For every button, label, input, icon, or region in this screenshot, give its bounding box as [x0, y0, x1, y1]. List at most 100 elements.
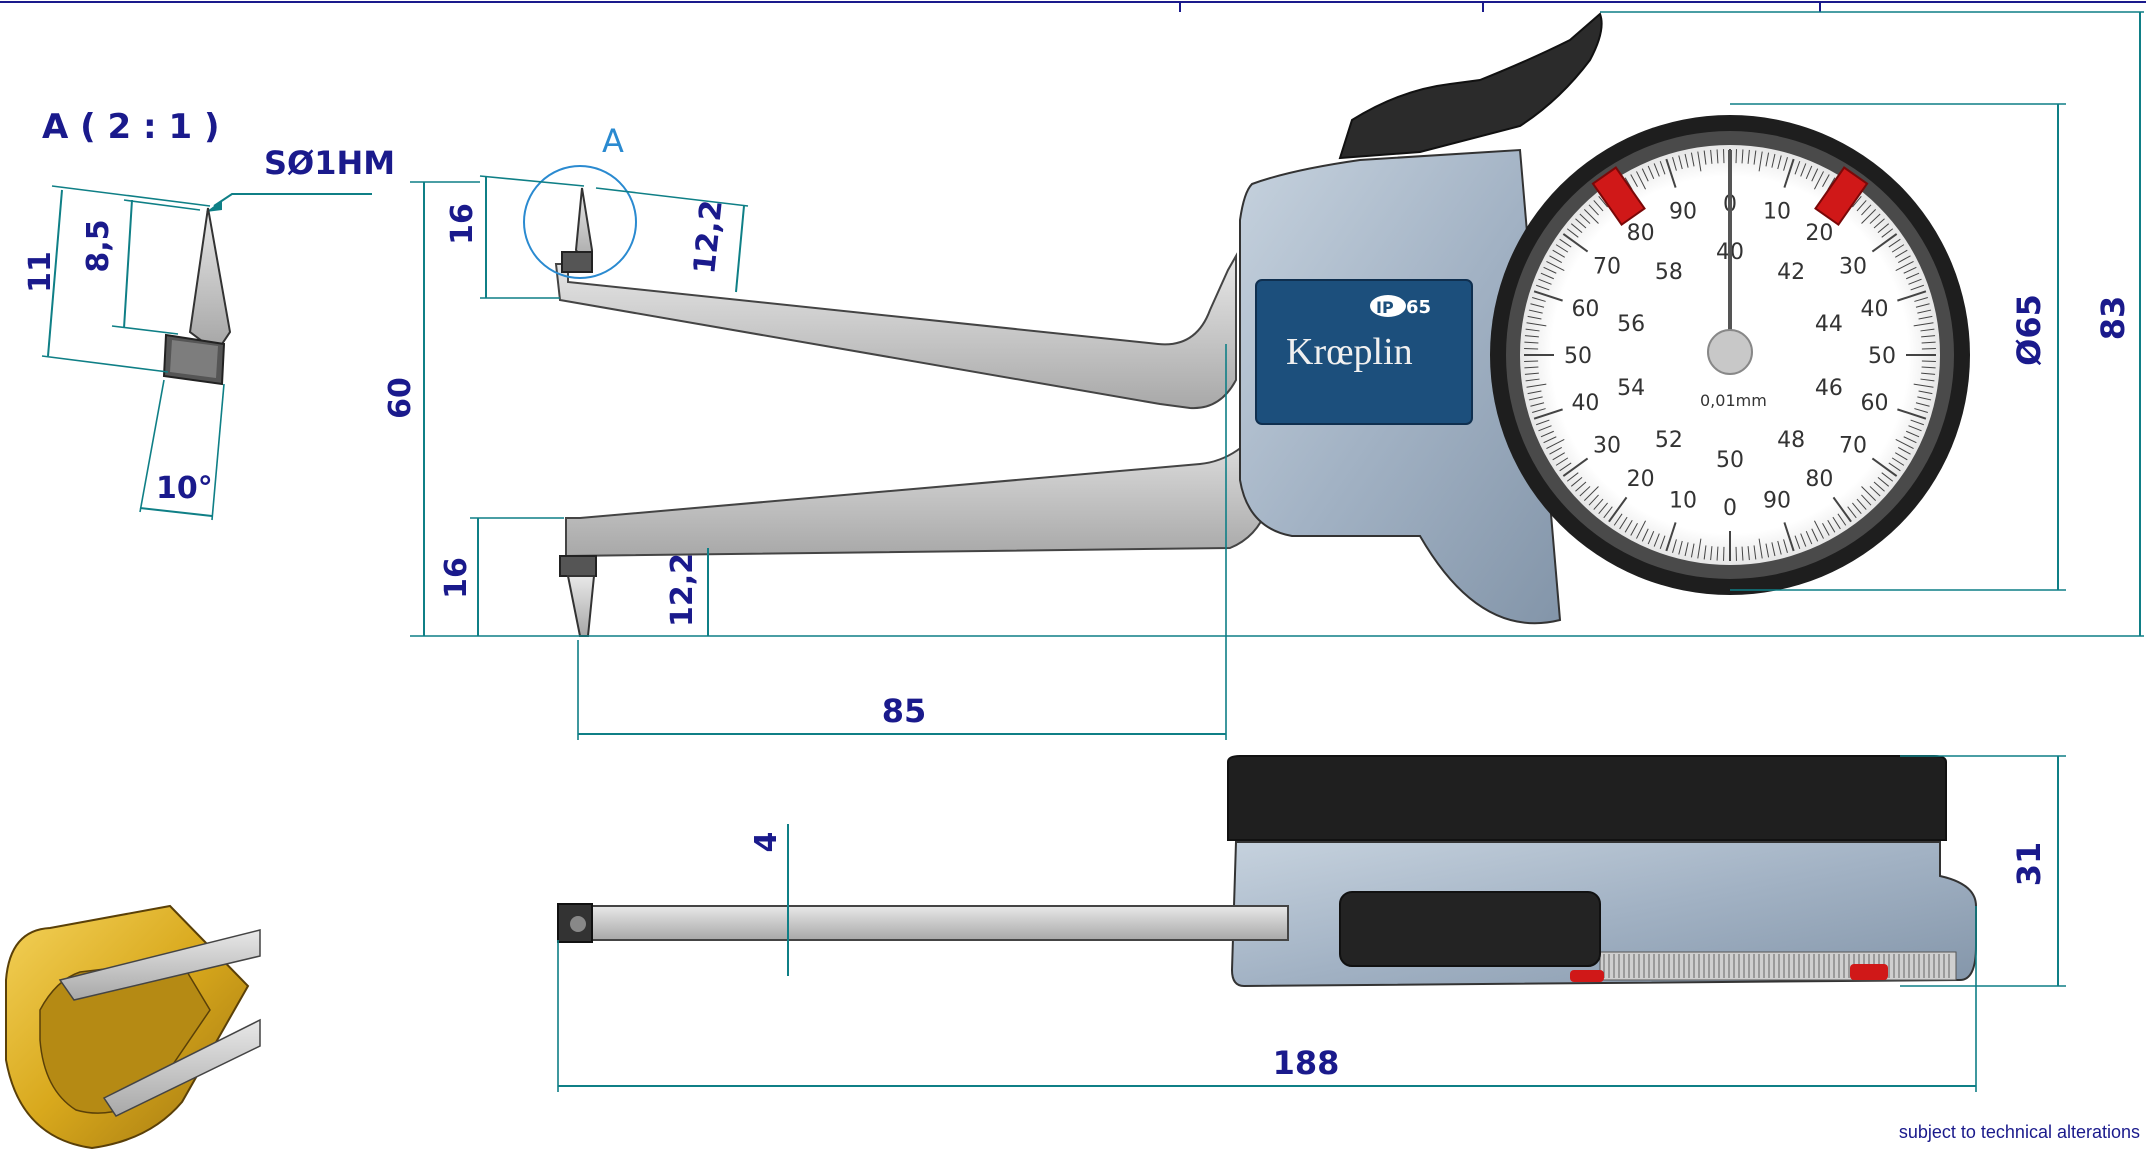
- dial-tick: [1813, 171, 1824, 190]
- dial-outer-label: 0: [1723, 496, 1737, 521]
- dim-85: 85: [882, 692, 927, 730]
- dial-tick: [1647, 531, 1655, 545]
- dial-tick: [1861, 486, 1877, 502]
- dial-inner-label: 56: [1617, 312, 1645, 337]
- dial-tick: [1647, 165, 1655, 179]
- dial-tick: [1690, 543, 1695, 558]
- dial-tick: [1871, 457, 1898, 477]
- dial-tick: [1583, 486, 1599, 502]
- dial-tick: [1861, 204, 1872, 216]
- dial-tick: [1906, 430, 1920, 438]
- dial-tick: [1832, 496, 1852, 523]
- dial-tick: [1598, 502, 1608, 515]
- dial-tick: [1630, 174, 1638, 187]
- dial-tick: [1690, 152, 1695, 167]
- dial-tick: [1918, 390, 1933, 395]
- dial-tick: [1613, 513, 1623, 526]
- dial-tick: [1665, 158, 1677, 188]
- dial-outer-label: 70: [1839, 433, 1867, 458]
- dim-angle-10: 10°: [156, 471, 213, 506]
- dial-tick: [1921, 366, 1936, 369]
- footer-note: subject to technical alterations: [1898, 1122, 2140, 1142]
- side-marker-left: [1570, 970, 1604, 982]
- tolerance-marker-left: [1591, 166, 1646, 226]
- dial-tick: [1921, 372, 1936, 375]
- dial-tick: [1783, 539, 1788, 553]
- dial-tick: [1659, 535, 1666, 549]
- dim-top-12-2: 12,2: [687, 198, 730, 275]
- dim-line-11: [47, 189, 63, 357]
- dial-tick: [1559, 462, 1572, 472]
- dial-tick: [1895, 249, 1908, 258]
- side-marker-right: [1850, 964, 1888, 980]
- upper-tip: [574, 187, 593, 263]
- ip-rating: 65: [1406, 297, 1431, 318]
- dial-tick: [1741, 546, 1744, 561]
- dial-tick: [1659, 161, 1666, 175]
- front-view: Krœplin IP 65 01020304050607080900102030…: [383, 11, 2144, 740]
- dial-tick: [1543, 436, 1557, 444]
- dial-tick: [1549, 447, 1562, 455]
- dial-outer-label: 40: [1571, 391, 1599, 416]
- dial-tick: [1678, 540, 1683, 555]
- dial-tick: [1525, 378, 1540, 382]
- dial-tick: [1861, 494, 1872, 506]
- dial-tick: [1710, 546, 1713, 561]
- dial-tick: [1921, 335, 1936, 338]
- dial-tick: [1765, 543, 1770, 558]
- dial-outer-label: 20: [1627, 467, 1655, 492]
- dial-inner-label: 48: [1777, 428, 1805, 453]
- dial-tick: [1794, 161, 1801, 175]
- dial-tick: [1641, 168, 1649, 182]
- dial-inner-label: 46: [1815, 376, 1843, 401]
- dial-tick: [1856, 200, 1867, 212]
- dial-tick: [1877, 223, 1890, 233]
- dial-outer-label: 70: [1593, 255, 1621, 280]
- dial-tick: [1562, 457, 1589, 477]
- dial-tick: [1579, 486, 1591, 497]
- dial-inner-label: 50: [1716, 448, 1744, 473]
- dial-tick: [1771, 153, 1776, 168]
- dim-line-angle: [139, 507, 213, 517]
- dial-outer-label: 60: [1571, 297, 1599, 322]
- dim-diameter-65: Ø65: [2010, 294, 2048, 366]
- dial-tick: [1914, 297, 1928, 302]
- dial-tick: [1665, 522, 1677, 552]
- detail-a-circle: [523, 165, 637, 279]
- dial-tick: [1570, 477, 1583, 487]
- dim-31: 31: [2010, 842, 2048, 887]
- dial-tick: [1777, 540, 1782, 555]
- dial-tick: [1921, 341, 1936, 344]
- dial-tick: [1566, 228, 1579, 238]
- dial-tick: [1559, 238, 1572, 248]
- dial-tick: [1524, 335, 1539, 338]
- dial-tick: [1530, 303, 1545, 308]
- dial-tick: [1536, 419, 1550, 426]
- dial-tick: [1570, 223, 1583, 233]
- dial-tick: [1530, 402, 1545, 407]
- dial-tick: [1588, 494, 1599, 506]
- dial-tick: [1540, 272, 1554, 280]
- dial-tick: [1636, 520, 1647, 539]
- dial-outer-label: 20: [1805, 221, 1833, 246]
- dial-resolution: 0,01mm: [1700, 391, 1767, 410]
- dial-tick: [1898, 255, 1911, 263]
- dial-tick: [1533, 290, 1563, 302]
- dial-tick: [1603, 506, 1613, 519]
- dial-outer-label: 80: [1805, 467, 1833, 492]
- dial-tick: [1555, 457, 1569, 466]
- tolerance-marker-right: [1814, 166, 1869, 226]
- dim-11: 11: [23, 251, 58, 293]
- dial-tick: [1811, 168, 1819, 182]
- dial-tick: [1881, 228, 1894, 238]
- dial-tick: [1741, 149, 1744, 164]
- dial-tick: [1891, 244, 1905, 253]
- dial-tick: [1783, 157, 1788, 171]
- dim-8-5: 8,5: [81, 219, 116, 272]
- dial-tick: [1527, 315, 1542, 320]
- dial-inner-label: 58: [1655, 260, 1683, 285]
- dial-outer-label: 90: [1669, 199, 1697, 224]
- dial-tick: [1697, 538, 1702, 559]
- dial-tick: [1641, 528, 1649, 542]
- dial-inner-label: 44: [1815, 312, 1843, 337]
